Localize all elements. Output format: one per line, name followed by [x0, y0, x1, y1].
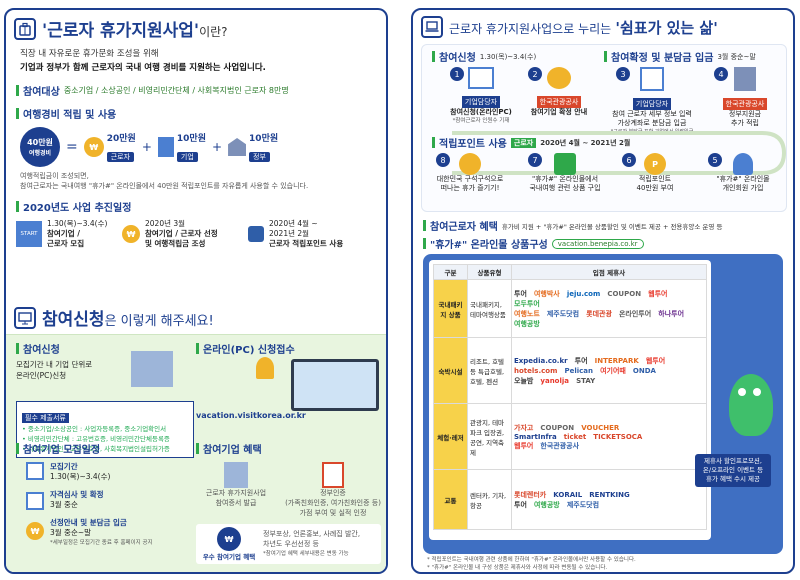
fund-heading: 여행경비 적립 및 사용 [6, 106, 386, 121]
step-2: 2 한국관광공사 참여기업 확정 안내 [524, 67, 594, 117]
laptop-icon [421, 16, 443, 38]
mall-table: 구분 상품유형 입점 제휴사 국내패키지 상품 국내패키지, 테마여행상품 투어… [433, 264, 707, 530]
step-4: 4 한국관광공사 정부지원금 추가 적립 [712, 67, 778, 128]
suitcase-icon [14, 17, 36, 40]
apply-heading: 참여신청 [16, 341, 186, 356]
schedule-step-1: 1.30(목)~3.4(수)참여기업 /근로자 모집 [47, 219, 108, 248]
left-title-row: '근로자 휴가지원사업'이란? [6, 10, 386, 43]
best-company-box: ₩ 우수 참여기업 혜택 정부포상, 언론홍보, 사례집 발간, 차년도 우선선… [196, 524, 381, 564]
coin-icon: P [644, 153, 666, 175]
right-page-title: 근로자 휴가지원사업으로 누리는 '쉼표가 있는 삶' [449, 18, 718, 37]
coin-stack-icon: ₩ [83, 137, 104, 157]
table-row: 숙박시설 리조트, 호텔 등 특급호텔, 호텔, 펜션 Expedia.co.k… [433, 337, 707, 404]
building-icon [734, 67, 756, 91]
building-icon [224, 462, 248, 488]
recruit-heading: 참여기업 모집일정 [16, 441, 196, 456]
mall-panel: 구분 상품유형 입점 제휴사 국내패키지 상품 국내패키지, 테마여행상품 투어… [423, 254, 783, 554]
partner-list: Expedia.co.kr 투어 INTERPARK 웹투어 hotels.co… [511, 337, 707, 404]
process-connector [452, 131, 787, 175]
target-section: 참여대상 중소기업 / 소상공인 / 비영리민간단체 / 사회복지법인 근로자 … [6, 83, 386, 98]
left-page-title: '근로자 휴가지원사업'이란? [42, 21, 228, 41]
points-heading: 적립포인트 사용 근로자 2020년 4월 ~ 2021년 2월 [422, 135, 640, 150]
card-icon [248, 226, 264, 242]
required-docs-box: 필수 제출서류 • 중소기업/소상공인 : 사업자등록증, 중소기업확인서 • … [16, 401, 194, 458]
step-8: 8 대한민국 구석구석으로 떠나는 휴가 즐기기! [430, 153, 510, 193]
partner-list: 롯데렌터카 KORAIL RENTKING 투어 여행공방 제주도닷컴 [511, 469, 707, 530]
benefit-gov-cert: 정부인증(가족친화인증, 여가친화인증 등)가점 부여 및 실적 인정 [285, 462, 381, 518]
start-flag-icon: START [16, 221, 42, 247]
worker-benefit-row: 참여근로자 혜택 휴가비 지원 + "휴가#" 온라인몰 상품할인 및 이벤트 … [413, 218, 793, 233]
user-icon [733, 153, 753, 175]
table-row: 교통 렌터카, 기차, 항공 롯데렌터카 KORAIL RENTKING 투어 … [433, 469, 707, 530]
certificate-icon [322, 462, 344, 488]
partner-list: 가자고 COUPON VOUCHER SmartInfra ticket TIC… [511, 403, 707, 470]
step-1: 1 기업담당자 참여신청(온라인PC) *참여근로자 인원수 기재 [446, 67, 516, 126]
building-icon [157, 137, 174, 157]
calendar-icon [26, 462, 44, 480]
partner-list: 투어 여행박사 jeju.com COUPON 웹투어 모두투어 여행노트 제주… [511, 279, 707, 338]
mall-url-link[interactable]: vacation.benepia.co.kr [551, 238, 644, 249]
shopping-cart-icon [554, 153, 576, 175]
office-building-icon [131, 351, 173, 387]
government-icon [228, 138, 247, 156]
step-6: 6 P 적립포인트 40만원 부여 [620, 153, 690, 193]
schedule-steps: START 1.30(목)~3.4(수)참여기업 /근로자 모집 ₩ 2020년… [6, 214, 386, 254]
monitor-icon [14, 306, 36, 329]
target-list: 중소기업 / 소상공인 / 비영리민간단체 / 사회복지법인 근로자 8만명 [63, 86, 289, 95]
monitor-screen [291, 359, 379, 411]
mall-table-wrap: 구분 상품유형 입점 제휴사 국내패키지 상품 국내패키지, 테마여행상품 투어… [429, 260, 711, 540]
online-apply-subsection: 온라인(PC) 신청접수 vacation.visitkorea.or.kr [196, 341, 381, 420]
intro-text: 직장 내 자유로운 휴가문화 조성을 위해 기업과 정부가 함께 근로자의 국내… [20, 49, 266, 73]
table-row: 체험·레저 관광지, 테마파크 입장권, 공연, 지역축제 가자고 COUPON… [433, 403, 707, 470]
apply-banner: 참여신청은 이렇게 해주세요! [6, 301, 386, 335]
online-apply-heading: 온라인(PC) 신청접수 [196, 341, 381, 356]
left-page: '근로자 휴가지원사업'이란? 직장 내 자유로운 휴가문화 조성을 위해 기업… [4, 8, 388, 574]
table-row: 국내패키지 상품 국내패키지, 테마여행상품 투어 여행박사 jeju.com … [433, 279, 707, 338]
medal-icon: ₩ [217, 527, 241, 551]
mascot-icon [729, 374, 773, 436]
step-5: 5 "휴가#" 온라인몰 개인회원 가입 [706, 153, 780, 193]
mascot-note: 제휴사 할인프로모션, 온/오프라인 이벤트 등 휴가 혜택 수시 제공 [695, 454, 771, 487]
fund-note: 여행적립금이 조성되면, 참여근로자는 국내여행 "휴가#" 온라인몰에서 40… [20, 172, 309, 190]
company-benefit-heading: 참여기업 혜택 [196, 441, 381, 456]
suitcase-icon [459, 153, 481, 175]
coin-icon: ₩ [122, 225, 140, 243]
right-title-row: 근로자 휴가지원사업으로 누리는 '쉼표가 있는 삶' [413, 10, 793, 40]
checklist-icon [26, 492, 44, 510]
coin-icon: ₩ [26, 522, 44, 540]
megaphone-icon [547, 67, 571, 89]
document-icon [640, 67, 664, 91]
computer-icon [468, 67, 494, 89]
mall-heading: "휴가#" 온라인몰 상품구성 vacation.benepia.co.kr [413, 236, 654, 251]
step-7: 7 "휴가#" 온라인몰에서 국내여행 관련 상품 구입 [522, 153, 608, 193]
apply-url-link[interactable]: vacation.visitkorea.or.kr [196, 411, 306, 420]
runner-icon [256, 357, 274, 379]
schedule-heading: 2020년도 사업 추진일정 [6, 199, 386, 214]
mall-footnotes: * 적립포인트는 국내여행 관련 상품에 한하여 "휴가#" 온라인몰에서만 사… [427, 557, 636, 571]
